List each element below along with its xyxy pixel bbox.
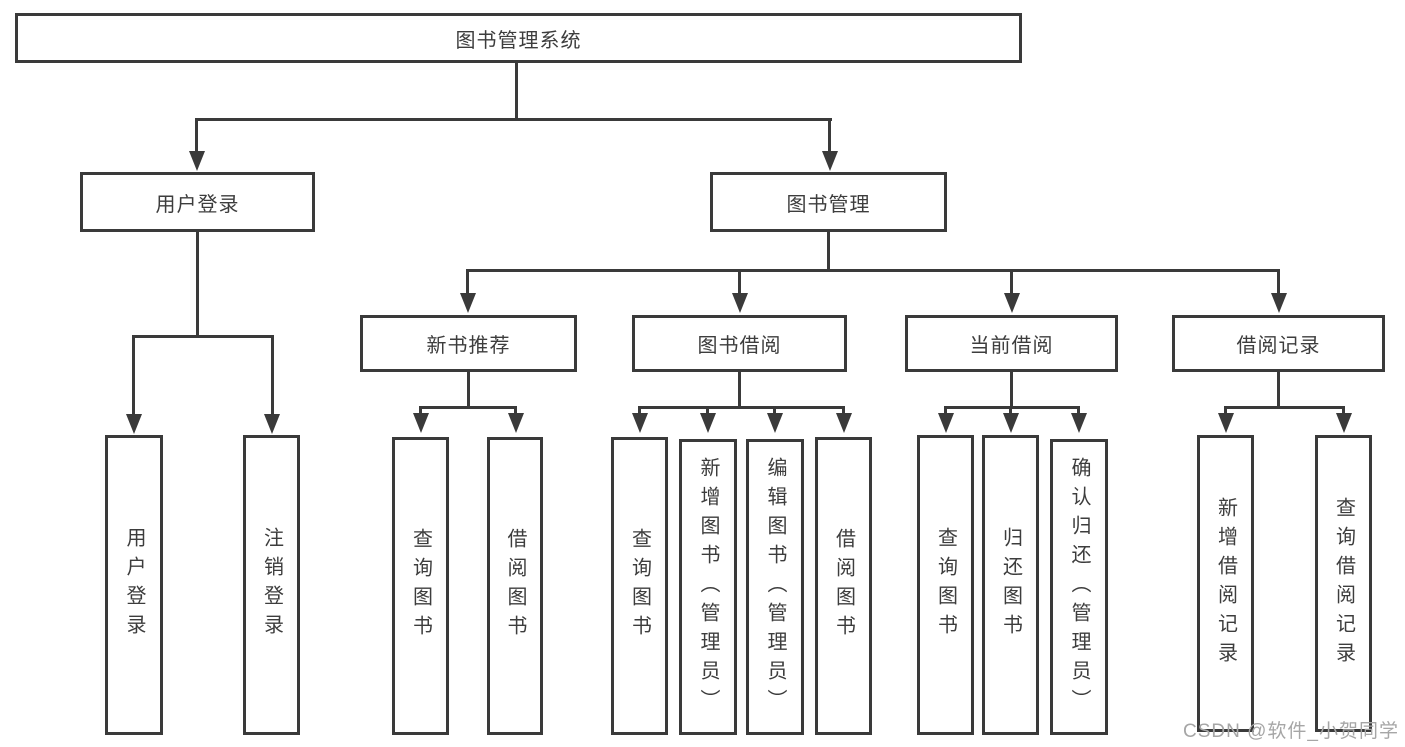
arrow-down-icon (1271, 293, 1287, 313)
connector-root-bus (195, 118, 832, 121)
leaf-add-borrow-record: 新增借阅记录 (1197, 435, 1254, 732)
connector-user-login-bus (132, 335, 274, 338)
connector-root-stem (515, 62, 518, 120)
leaf-confirm-return-label: 确认归还（管理员） (1068, 456, 1090, 718)
leaf-logout-label: 注销登录 (260, 527, 283, 643)
arrow-down-icon (508, 413, 524, 433)
leaf-query-borrow-record-label: 查询借阅记录 (1332, 496, 1355, 671)
connector-new-book-bus (419, 406, 517, 409)
connector-drop (1342, 406, 1345, 416)
node-book-borrowing-label: 图书借阅 (697, 335, 782, 357)
node-library-system: 图书管理系统 (15, 13, 1022, 63)
connector-drop-leaf-logout (271, 335, 274, 415)
connector-book-management-bus (466, 269, 1280, 272)
leaf-query-books-borrowing: 查询图书 (611, 437, 668, 735)
leaf-return-books-label: 归还图书 (999, 527, 1022, 643)
connector-drop-user-login (195, 118, 198, 155)
node-current-borrowing: 当前借阅 (905, 315, 1118, 372)
connector-borrow-records-stem (1277, 372, 1280, 408)
arrow-down-icon (1336, 413, 1352, 433)
arrow-down-icon (822, 151, 838, 171)
leaf-user-login-label: 用户登录 (123, 527, 145, 643)
connector-drop-borrow-records (1277, 269, 1280, 296)
leaf-query-books-current: 查询图书 (917, 435, 974, 735)
leaf-borrow-books-recommend: 借阅图书 (487, 437, 543, 735)
leaf-borrow-books-label: 借阅图书 (832, 528, 855, 644)
connector-current-borrowing-bus (944, 406, 1080, 409)
node-new-book-recommend: 新书推荐 (360, 315, 577, 372)
connector-drop (944, 406, 947, 416)
connector-drop (773, 406, 776, 416)
node-book-borrowing: 图书借阅 (632, 315, 847, 372)
arrow-down-icon (836, 413, 852, 433)
arrow-down-icon (632, 413, 648, 433)
connector-drop-leaf-user-login (132, 335, 135, 415)
arrow-down-icon (938, 413, 954, 433)
node-current-borrowing-label: 当前借阅 (969, 335, 1054, 357)
node-library-system-label: 图书管理系统 (455, 29, 582, 52)
node-user-login-label: 用户登录 (155, 193, 240, 216)
node-book-management: 图书管理 (710, 172, 947, 232)
leaf-edit-books-label: 编辑图书（管理员） (764, 456, 786, 718)
arrow-down-icon (460, 293, 476, 313)
connector-drop (1077, 406, 1080, 416)
connector-book-borrowing-stem (738, 372, 741, 408)
connector-current-borrowing-stem (1010, 372, 1013, 408)
leaf-borrow-books-label: 借阅图书 (504, 528, 526, 644)
connector-drop-book-management (828, 118, 831, 155)
connector-new-book-stem (467, 372, 470, 408)
connector-borrow-records-bus (1224, 406, 1345, 409)
arrow-down-icon (1004, 293, 1020, 313)
connector-drop (1009, 406, 1012, 416)
connector-drop (638, 406, 641, 416)
leaf-borrow-books-borrowing: 借阅图书 (815, 437, 872, 735)
node-borrow-records: 借阅记录 (1172, 315, 1385, 372)
connector-book-borrowing-bus (638, 406, 845, 409)
leaf-query-borrow-record: 查询借阅记录 (1315, 435, 1372, 732)
leaf-edit-books-admin: 编辑图书（管理员） (746, 439, 804, 735)
leaf-add-borrow-record-label: 新增借阅记录 (1214, 496, 1237, 671)
leaf-user-login: 用户登录 (105, 435, 163, 735)
leaf-query-books-recommend: 查询图书 (392, 437, 449, 735)
node-book-management-label: 图书管理 (786, 193, 871, 216)
connector-book-management-stem (827, 232, 830, 272)
leaf-return-books: 归还图书 (982, 435, 1039, 735)
leaf-add-books-admin: 新增图书（管理员） (679, 439, 737, 735)
arrow-down-icon (1003, 413, 1019, 433)
node-user-login: 用户登录 (80, 172, 315, 232)
arrow-down-icon (1218, 413, 1234, 433)
leaf-query-books-label: 查询图书 (409, 528, 432, 644)
connector-drop-current-borrowing (1010, 269, 1013, 296)
node-borrow-records-label: 借阅记录 (1236, 335, 1321, 357)
connector-drop (1224, 406, 1227, 416)
arrow-down-icon (126, 414, 142, 434)
connector-drop (419, 406, 422, 416)
leaf-confirm-return-admin: 确认归还（管理员） (1050, 439, 1108, 735)
arrow-down-icon (413, 413, 429, 433)
arrow-down-icon (732, 293, 748, 313)
arrow-down-icon (767, 413, 783, 433)
connector-drop-new-book (466, 269, 469, 296)
arrow-down-icon (1071, 413, 1087, 433)
arrow-down-icon (700, 413, 716, 433)
connector-drop (706, 406, 709, 416)
connector-drop (842, 406, 845, 416)
leaf-logout: 注销登录 (243, 435, 300, 735)
node-new-book-recommend-label: 新书推荐 (426, 335, 511, 357)
leaf-add-books-label: 新增图书（管理员） (697, 456, 719, 718)
arrow-down-icon (264, 414, 280, 434)
arrow-down-icon (189, 151, 205, 171)
csdn-watermark: CSDN @软件_小贺同学 (1183, 721, 1399, 742)
connector-user-login-stem (196, 232, 199, 338)
connector-drop-book-borrowing (738, 269, 741, 296)
leaf-query-books-label: 查询图书 (934, 527, 957, 643)
connector-drop (514, 406, 517, 416)
leaf-query-books-label: 查询图书 (628, 528, 651, 644)
